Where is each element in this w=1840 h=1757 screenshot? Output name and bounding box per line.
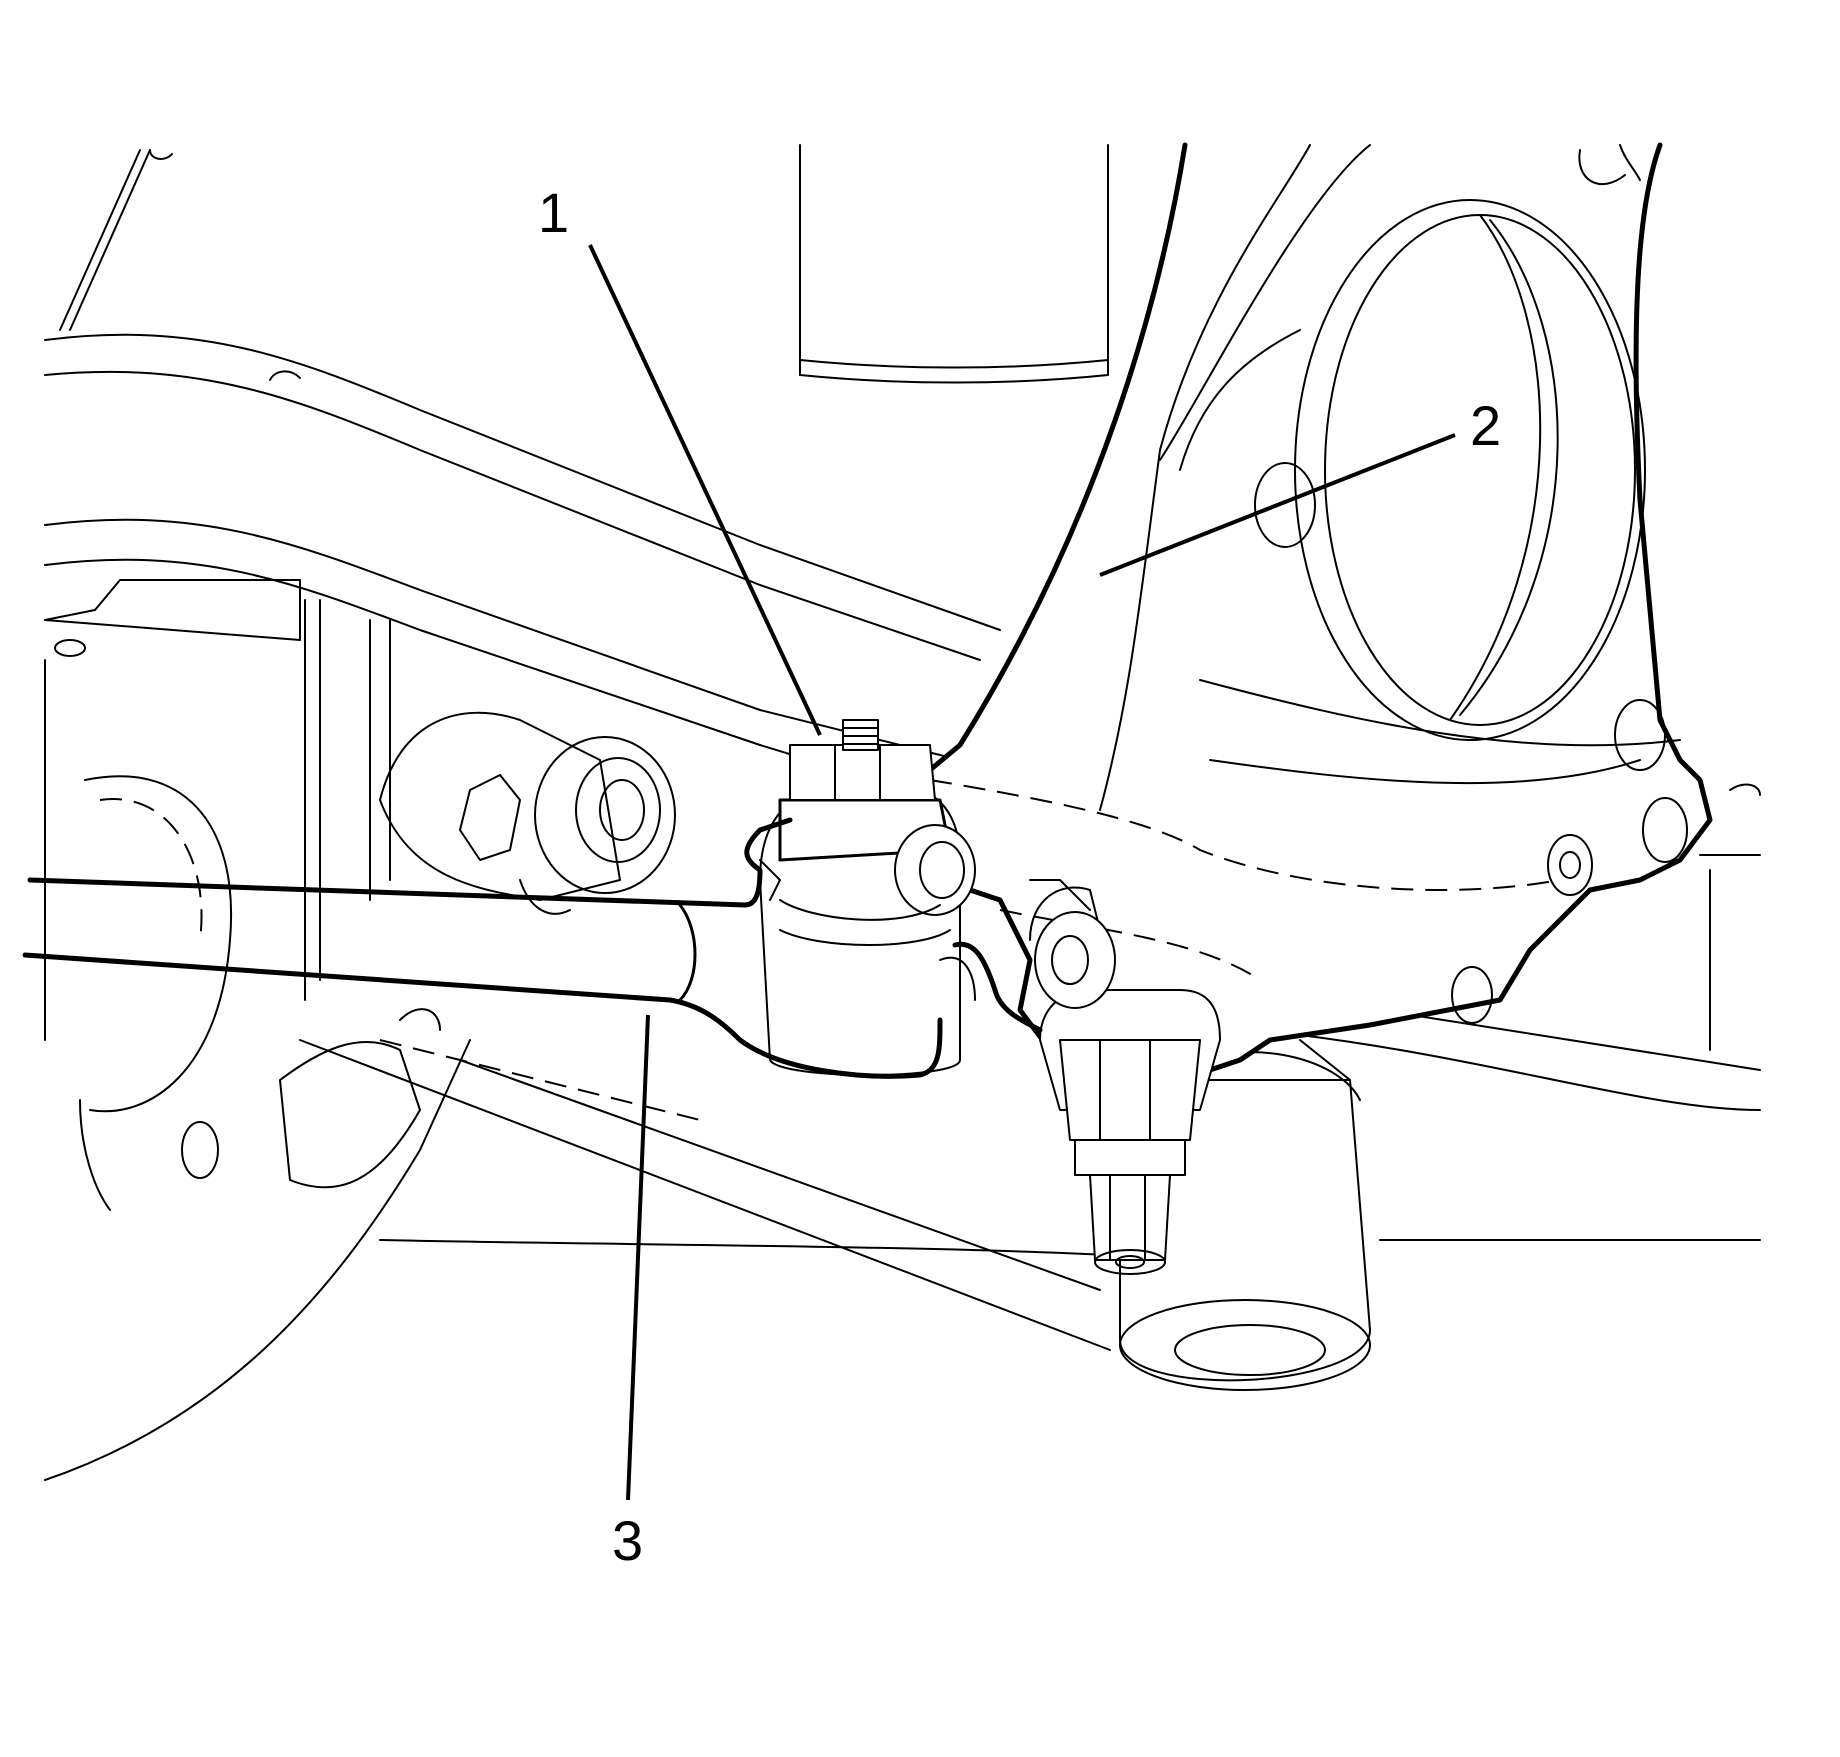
lower-ball-joint (1029, 879, 1221, 1275)
cable (59, 149, 173, 331)
leader-line-1 (588, 244, 822, 736)
callout-2: 2 (1470, 394, 1501, 457)
callout-1: 1 (538, 181, 569, 244)
shock-absorber (799, 144, 1109, 384)
lower-control-arm (44, 1008, 1111, 1481)
callout-3: 3 (612, 1509, 643, 1572)
callout-labels: 1 2 3 (538, 181, 1501, 1572)
left-bracket (44, 579, 391, 1211)
lower-right-frame (1299, 783, 1761, 1241)
leader-line-3 (626, 1014, 650, 1501)
leader-line-2 (1099, 433, 1456, 577)
leader-lines (588, 244, 1456, 1501)
upper-ball-joint (759, 719, 976, 1076)
stabilizer-link (379, 711, 676, 915)
upper-frame-rail (44, 333, 1001, 801)
frame-rail (22, 817, 1043, 1079)
